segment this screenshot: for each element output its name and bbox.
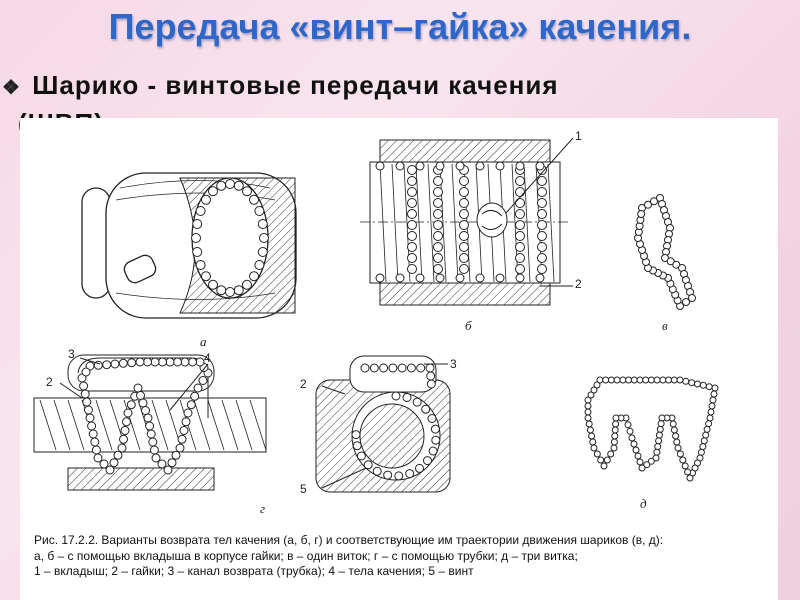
label-b-2: 2 <box>575 277 582 291</box>
label-v: в <box>662 318 668 333</box>
figure-drawings: а 1 2 б в <box>33 129 719 516</box>
label-d-2: 2 <box>300 377 307 391</box>
drawing-g-tube-return <box>33 354 267 491</box>
caption-line-2: а, б – с помощью вкладыша в корпусе гайк… <box>34 548 578 563</box>
label-g: г <box>260 501 265 516</box>
label-g-3: 3 <box>68 347 75 361</box>
figure-caption: Рис. 17.2.2. Варианты возврата тел качен… <box>34 533 774 580</box>
trajectory-v-one-turn <box>634 194 696 310</box>
drawing-d-section <box>315 355 451 493</box>
label-g-2: 2 <box>46 375 53 389</box>
label-a: а <box>200 334 207 349</box>
drawing-a-ball-nut <box>81 172 297 319</box>
label-g-4: 4 <box>204 351 211 365</box>
label-b-1: 1 <box>575 129 582 143</box>
caption-line-3: 1 – вкладыш; 2 – гайки; 3 – канал возвра… <box>34 564 474 578</box>
bullet-text: Шарико - винтовые передачи качения <box>32 70 559 100</box>
label-d-5: 5 <box>300 482 307 496</box>
drawing-b-section <box>360 137 574 306</box>
label-d: д <box>640 496 647 511</box>
trajectory-d-three-turns <box>584 376 719 482</box>
diamond-bullet-icon: ❖ <box>2 77 21 99</box>
label-d-3: 3 <box>450 357 457 371</box>
caption-line-1: Рис. 17.2.2. Варианты возврата тел качен… <box>34 533 664 547</box>
slide-title: Передача «винт–гайка» качения. <box>108 6 692 47</box>
label-b: б <box>465 318 472 333</box>
figure-panel: а 1 2 б в <box>20 118 778 600</box>
bullet-point: ❖ Шарико - винтовые передачи качения <box>0 70 559 101</box>
